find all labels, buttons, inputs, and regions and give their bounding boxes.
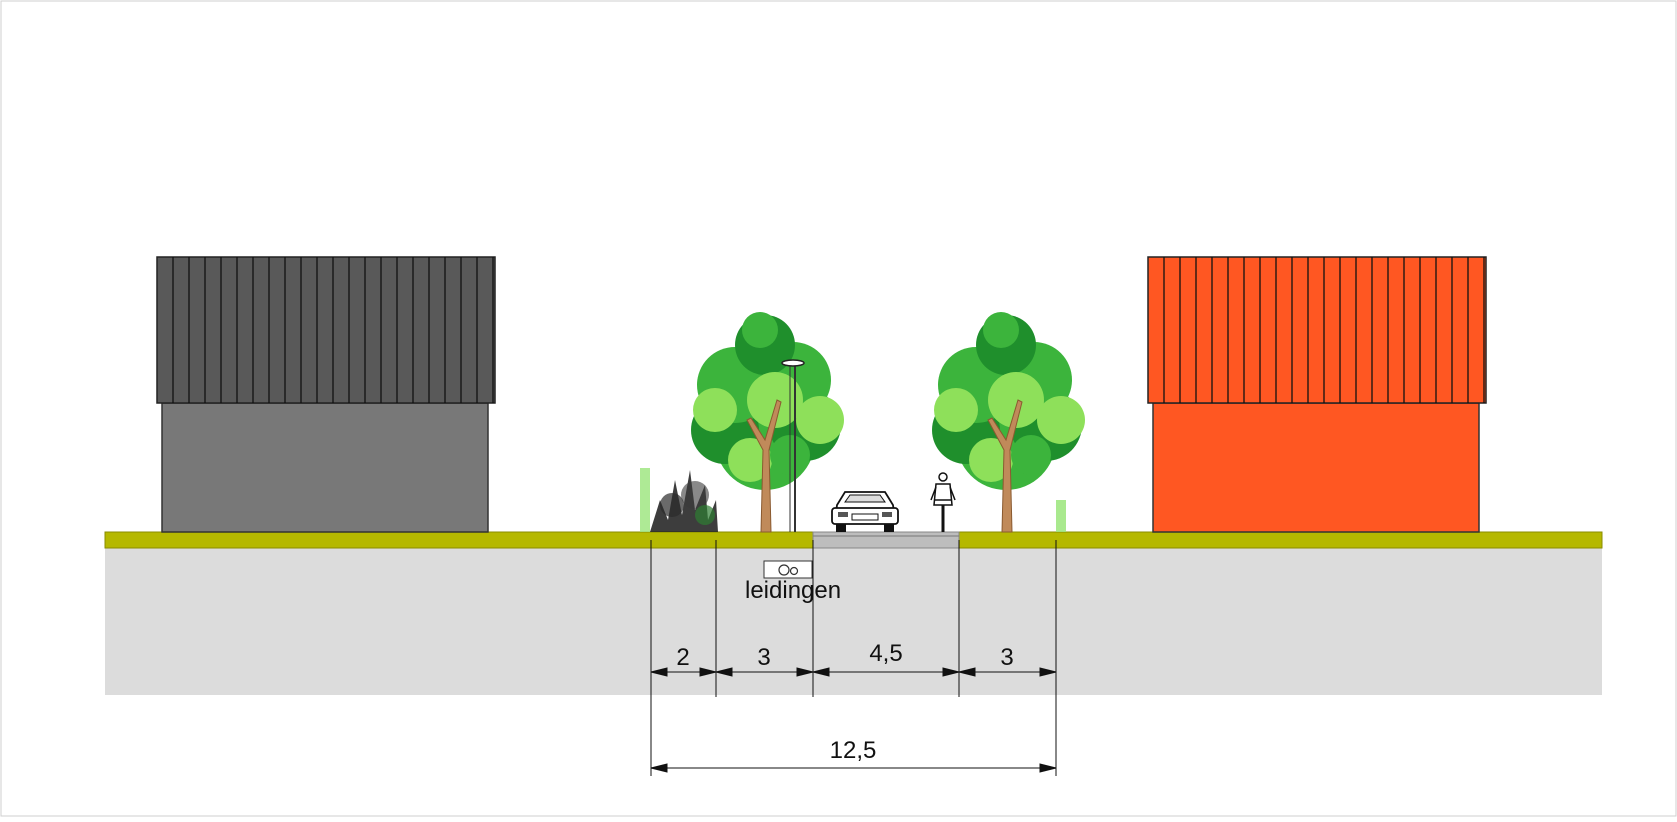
tree-foliage	[742, 312, 778, 348]
house-left-wall	[161, 402, 489, 533]
tree-foliage	[796, 396, 844, 444]
dimension-segment-1: 2	[676, 644, 689, 671]
dimension-segment-4: 3	[1000, 644, 1013, 671]
dimension-total: 12,5	[830, 737, 877, 764]
tree-foliage	[934, 388, 978, 432]
dimension-lines	[650, 540, 1057, 776]
hedge-icon	[1056, 500, 1066, 532]
tree-foliage	[728, 438, 772, 482]
tree-icon	[932, 312, 1085, 533]
tree-foliage	[983, 312, 1019, 348]
tree-foliage	[747, 372, 803, 428]
house-left	[156, 256, 496, 533]
cable-duct-icon	[763, 560, 813, 579]
house-right-roof-lines	[1163, 257, 1485, 403]
tree-trunk	[746, 399, 782, 533]
street-lamp-icon	[781, 359, 805, 532]
dimension-segment-2: 3	[757, 644, 770, 671]
house-right	[1147, 256, 1487, 533]
road-surface	[812, 531, 960, 549]
house-right-wall	[1152, 402, 1480, 533]
ground-body	[105, 548, 1602, 695]
cyclist-icon	[930, 472, 956, 532]
house-left-roof	[156, 256, 496, 404]
tree-foliage	[1011, 435, 1051, 475]
cables-label: leidingen	[745, 577, 841, 604]
tree-foliage	[1037, 396, 1085, 444]
tree-trunk	[987, 399, 1023, 533]
car-icon	[831, 491, 899, 532]
shrub-icon	[640, 468, 718, 532]
house-left-roof-lines	[172, 257, 494, 403]
tree-foliage	[693, 388, 737, 432]
tree-foliage	[969, 438, 1013, 482]
tree-foliage	[988, 372, 1044, 428]
dimension-segment-3: 4,5	[869, 640, 902, 667]
house-right-roof	[1147, 256, 1487, 404]
